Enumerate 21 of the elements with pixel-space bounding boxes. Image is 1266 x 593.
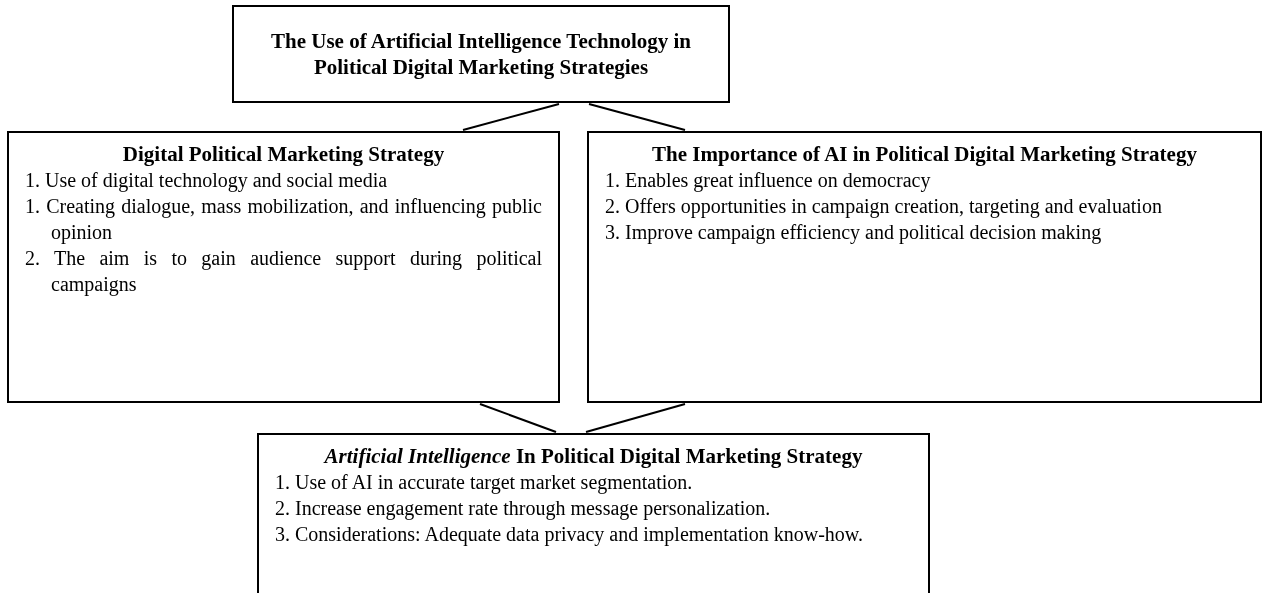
connector-line	[479, 403, 557, 433]
list-item: 3. Considerations: Adequate data privacy and implementation know-how.	[275, 522, 864, 547]
list-item: 1. Use of AI in accurate target market segmentation.	[275, 470, 694, 495]
box-heading: The Importance of AI in Political Digital Marketing Strategy	[651, 141, 1198, 167]
list-item: 3. Improve campaign efficiency and political decision making	[605, 220, 1103, 245]
connector-line	[585, 403, 686, 433]
list-item: 2. Offers opportunities in campaign creation, targeting and evaluation	[605, 194, 1163, 219]
text-box	[257, 433, 930, 593]
box-heading: Artificial Intelligence In Political Digital Marketing Strategy	[322, 443, 864, 469]
connector-line	[462, 103, 560, 131]
box-heading: Digital Political Marketing Strategy	[121, 141, 446, 167]
connector-line	[588, 103, 686, 131]
text-box	[232, 5, 730, 103]
box-heading: The Use of Artificial Intelligence Technology in Political Digital Marketing Strategies	[270, 28, 692, 80]
text-box	[7, 131, 560, 403]
list-item: 2. Increase engagement rate through message personalization.	[275, 496, 772, 521]
list-item: 1. Creating dialogue, mass mobilization, and influencing public opinion	[25, 194, 542, 245]
list-item: 2. The aim is to gain audience support during political campaigns	[25, 246, 542, 297]
list-item: 1. Enables great influence on democracy	[605, 168, 932, 193]
text-box	[587, 131, 1262, 403]
list-item: 1. Use of digital technology and social media	[25, 168, 389, 193]
